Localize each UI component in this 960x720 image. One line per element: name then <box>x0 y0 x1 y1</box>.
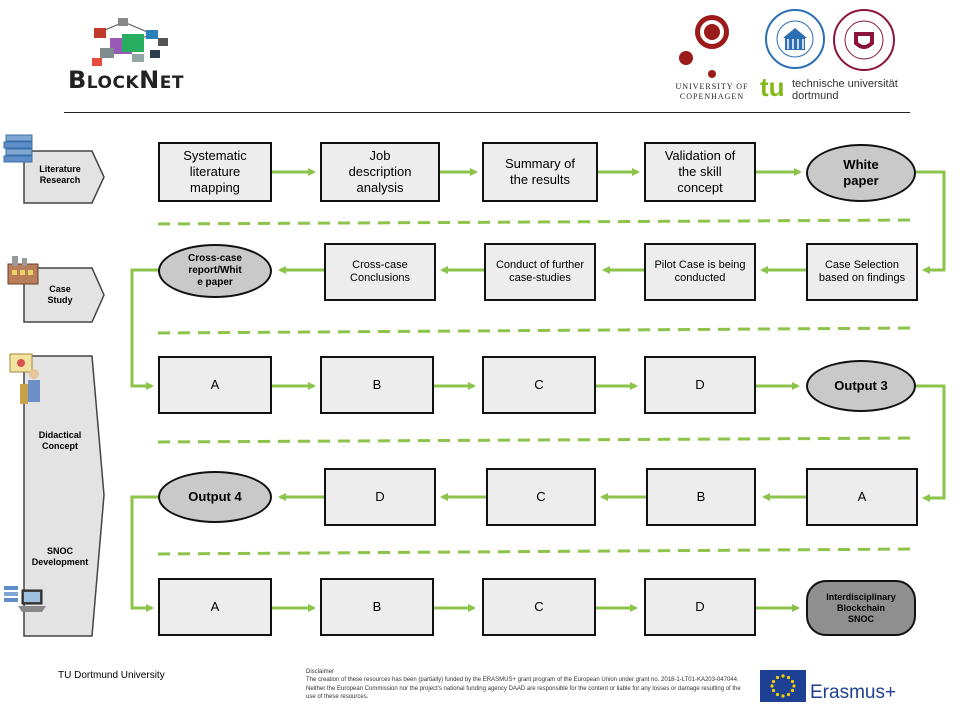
row3-step-a: A <box>158 356 272 414</box>
row1-step-job-description-analysis: Job description analysis <box>320 142 440 202</box>
row5-step-b: B <box>320 578 434 636</box>
blocknet-cubes-icon <box>92 18 168 66</box>
laptop-icon <box>4 586 46 612</box>
copenhagen-logo: UNIVERSITY OF COPENHAGEN <box>672 8 752 106</box>
row1-step-systematic-literature-mapping: Systematic literature mapping <box>158 142 272 202</box>
row2-output-cross-case-report: Cross-case report/Whit e paper <box>158 244 272 298</box>
blocknet-logo: BlockNet <box>62 14 222 96</box>
row2-step-conduct-further-case-studies: Conduct of further case-studies <box>484 243 596 301</box>
row1-step-summary-of-results: Summary of the results <box>482 142 598 202</box>
erasmus-wordmark: Erasmus+ <box>810 682 897 703</box>
disclaimer-body: The creation of these resources has been… <box>306 677 741 701</box>
header-divider <box>64 112 910 113</box>
sidebar-snoc-development: SNOC Development <box>31 546 89 567</box>
tu-mark: tu <box>760 72 785 102</box>
row3-step-c: C <box>482 356 596 414</box>
eu-flag-icon <box>760 670 806 702</box>
row5-step-c: C <box>482 578 596 636</box>
row5-step-d: D <box>644 578 756 636</box>
sidebar-case-study: Case Study <box>47 284 73 305</box>
copenhagen-seal-icon <box>679 15 729 78</box>
factory-icon <box>7 256 39 285</box>
row3-step-d: D <box>644 356 756 414</box>
vilnius-seal-icon <box>833 9 895 71</box>
row5-step-a: A <box>158 578 272 636</box>
tu-name-line-1: technische universität <box>792 78 898 90</box>
row2-step-case-selection: Case Selection based on findings <box>806 243 918 301</box>
row4-step-c: C <box>486 468 596 526</box>
row1-output-white-paper: White paper <box>806 144 916 202</box>
footer-university: TU Dortmund University <box>58 670 165 681</box>
teacher-board-icon <box>9 353 40 404</box>
tartu-logo <box>764 8 826 70</box>
row4-step-b: B <box>646 468 756 526</box>
row2-step-pilot-case: Pilot Case is being conducted <box>644 243 756 301</box>
footer-disclaimer: Disclaimer The creation of these resourc… <box>306 668 746 702</box>
tu-name-line-2: dortmund <box>792 90 839 102</box>
sidebar-shapes <box>23 150 105 637</box>
row4-step-d: D <box>324 468 436 526</box>
row3-step-b: B <box>320 356 434 414</box>
row4-output-4: Output 4 <box>158 471 272 523</box>
book-stack-icon <box>3 134 33 163</box>
vilnius-logo <box>832 8 896 72</box>
blocknet-wordmark: BlockNet <box>68 66 184 94</box>
row3-output-3: Output 3 <box>806 360 916 412</box>
copenhagen-line-2: COPENHAGEN <box>679 92 745 101</box>
disclaimer-title: Disclaimer <box>306 669 335 675</box>
sidebar-literature-research: Literature Research <box>39 164 81 185</box>
row4-step-a: A <box>806 468 918 526</box>
row2-step-cross-case-conclusions: Cross-case Conclusions <box>324 243 436 301</box>
row1-step-validation-of-skill-concept: Validation of the skill concept <box>644 142 756 202</box>
tartu-seal-icon <box>765 9 825 69</box>
row5-output-interdisciplinary-blockchain-snoc: Interdisciplinary Blockchain SNOC <box>806 580 916 636</box>
tu-dortmund-logo: tu technische universität dortmund <box>760 72 910 104</box>
sidebar-didactical-concept: Didactical Concept <box>38 430 82 451</box>
copenhagen-line-1: UNIVERSITY OF <box>675 82 749 91</box>
